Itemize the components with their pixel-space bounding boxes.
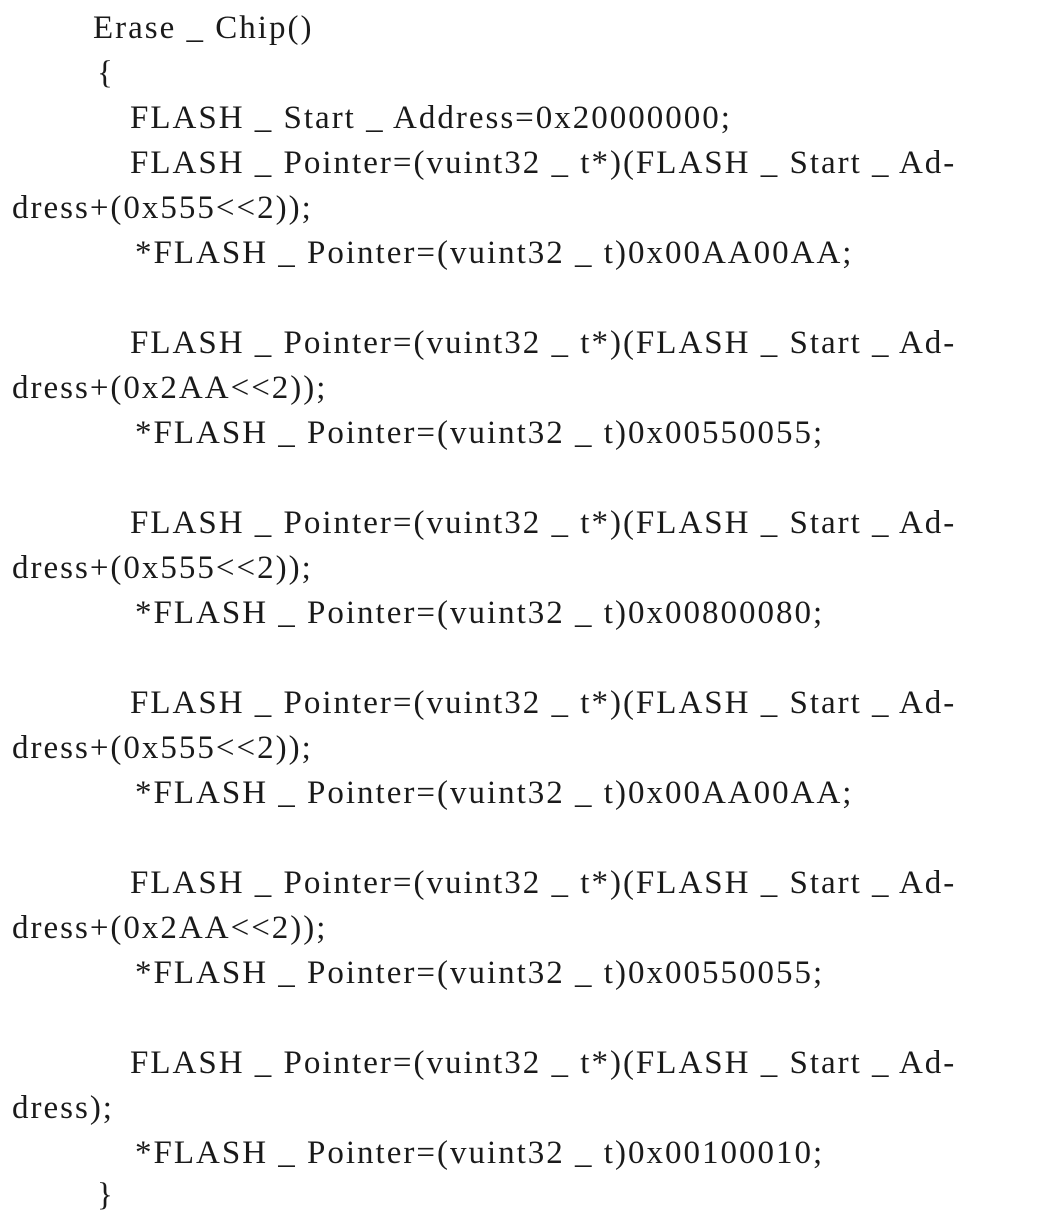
- code-line: FLASH _ Pointer=(vuint32 _ t*)(FLASH _ S…: [130, 685, 957, 721]
- code-line: FLASH _ Pointer=(vuint32 _ t*)(FLASH _ S…: [130, 505, 957, 541]
- code-line: *FLASH _ Pointer=(vuint32 _ t)0x00AA00AA…: [135, 775, 854, 811]
- code-line: *FLASH _ Pointer=(vuint32 _ t)0x00800080…: [135, 595, 825, 631]
- code-line: FLASH _ Pointer=(vuint32 _ t*)(FLASH _ S…: [130, 865, 957, 901]
- code-line: FLASH _ Start _ Address=0x20000000;: [130, 100, 732, 136]
- code-line: dress+(0x2AA<<2));: [12, 370, 328, 406]
- code-line: FLASH _ Pointer=(vuint32 _ t*)(FLASH _ S…: [130, 325, 957, 361]
- code-line: dress+(0x555<<2));: [12, 730, 313, 766]
- open-brace: {: [97, 55, 115, 91]
- code-line: *FLASH _ Pointer=(vuint32 _ t)0x00100010…: [135, 1135, 825, 1171]
- code-line: FLASH _ Pointer=(vuint32 _ t*)(FLASH _ S…: [130, 1045, 957, 1081]
- code-line: FLASH _ Pointer=(vuint32 _ t*)(FLASH _ S…: [130, 145, 957, 181]
- code-line: dress+(0x2AA<<2));: [12, 910, 328, 946]
- code-line: *FLASH _ Pointer=(vuint32 _ t)0x00550055…: [135, 415, 825, 451]
- code-line: dress+(0x555<<2));: [12, 190, 313, 226]
- code-line: *FLASH _ Pointer=(vuint32 _ t)0x00550055…: [135, 955, 825, 991]
- close-brace: }: [97, 1177, 115, 1213]
- function-signature: Erase _ Chip(): [93, 10, 314, 46]
- code-line: dress+(0x555<<2));: [12, 550, 313, 586]
- code-line: dress);: [12, 1090, 114, 1126]
- code-line: *FLASH _ Pointer=(vuint32 _ t)0x00AA00AA…: [135, 235, 854, 271]
